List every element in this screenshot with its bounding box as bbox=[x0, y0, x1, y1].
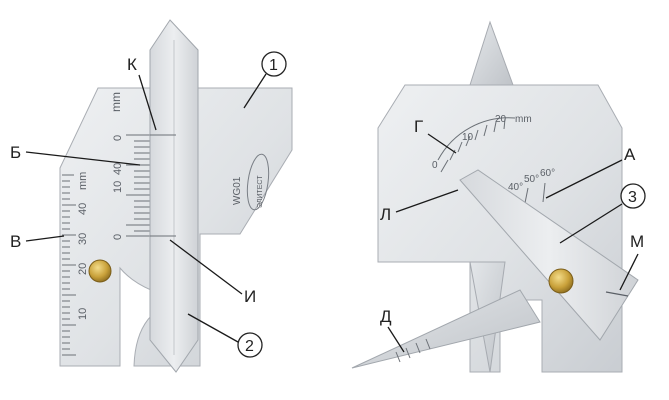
leader-3 bbox=[559, 203, 623, 244]
leader-V bbox=[25, 235, 65, 242]
left-side-ticks bbox=[62, 174, 76, 356]
left-vertical-numbers: mm 0 40 10 0 bbox=[109, 92, 124, 240]
vscale-40: 40 bbox=[112, 163, 124, 175]
callout-L: Л bbox=[380, 205, 391, 224]
leader-1 bbox=[243, 73, 267, 109]
callout-A: А bbox=[624, 145, 636, 164]
leader-M bbox=[619, 253, 639, 291]
arc-num-10: 10 bbox=[462, 132, 474, 143]
leader-B-cyr bbox=[25, 151, 141, 166]
side-num-40: 40 bbox=[77, 203, 89, 215]
angle-40: 40° bbox=[508, 182, 523, 193]
arc-num-20: 20 bbox=[495, 114, 507, 125]
leader-G bbox=[427, 133, 457, 154]
model-text: WG01 bbox=[232, 176, 243, 205]
brand-text: ЭЛИТЕСТ bbox=[257, 175, 264, 208]
leader-A bbox=[545, 159, 623, 199]
circle-2-label: 2 bbox=[245, 338, 254, 355]
left-vertical-scale bbox=[126, 134, 150, 237]
side-unit-mm: mm bbox=[77, 172, 89, 190]
leader-K bbox=[138, 74, 157, 131]
left-gauge: 40 30 20 10 mm mm 0 40 10 0 bbox=[59, 19, 293, 373]
callout-I: И bbox=[244, 287, 256, 306]
angle-60: 60° bbox=[540, 168, 555, 179]
circle-1 bbox=[261, 51, 287, 77]
arc-scale bbox=[437, 117, 516, 173]
leader-I bbox=[169, 239, 243, 295]
angle-50: 50° bbox=[524, 174, 539, 185]
side-num-30: 30 bbox=[77, 233, 89, 245]
circle-3 bbox=[620, 183, 646, 209]
callouts: К Б В И 1 2 Г Л А 3 М Д bbox=[10, 51, 646, 358]
vscale-10: 10 bbox=[112, 181, 124, 193]
callout-K: К bbox=[127, 55, 137, 74]
vscale-mm: mm bbox=[109, 92, 123, 112]
vscale-0: 0 bbox=[112, 135, 124, 141]
callout-B-cyr: Б bbox=[10, 143, 21, 162]
callout-V: В bbox=[10, 232, 21, 251]
arc-unit-mm: mm bbox=[515, 114, 532, 125]
callout-D: Д bbox=[380, 307, 392, 326]
circle-3-label: 3 bbox=[628, 189, 637, 206]
leader-L bbox=[395, 189, 459, 213]
callout-G: Г bbox=[414, 117, 423, 136]
brand-logo: ЭЛИТЕСТ bbox=[246, 153, 270, 211]
right-gauge: 0 10 20 mm 40° 50° 60° bbox=[351, 20, 639, 373]
arc-num-0: 0 bbox=[432, 160, 438, 171]
vscale-0b: 0 bbox=[112, 234, 124, 240]
left-side-numbers: 40 30 20 10 mm bbox=[77, 172, 89, 320]
side-num-10: 10 bbox=[77, 308, 89, 320]
right-brass-pivot bbox=[548, 268, 574, 294]
leader-D bbox=[387, 326, 405, 353]
circle-1-label: 1 bbox=[269, 57, 278, 74]
leader-2 bbox=[187, 313, 239, 343]
left-brass-screw bbox=[88, 259, 112, 283]
callout-M: М bbox=[630, 232, 644, 251]
arm-end-mark bbox=[605, 291, 629, 297]
right-top-tooth bbox=[469, 20, 514, 86]
circle-2 bbox=[237, 332, 263, 358]
side-num-20: 20 bbox=[77, 263, 89, 275]
diagonal-blade bbox=[351, 289, 541, 369]
blade-ticks bbox=[395, 338, 431, 363]
